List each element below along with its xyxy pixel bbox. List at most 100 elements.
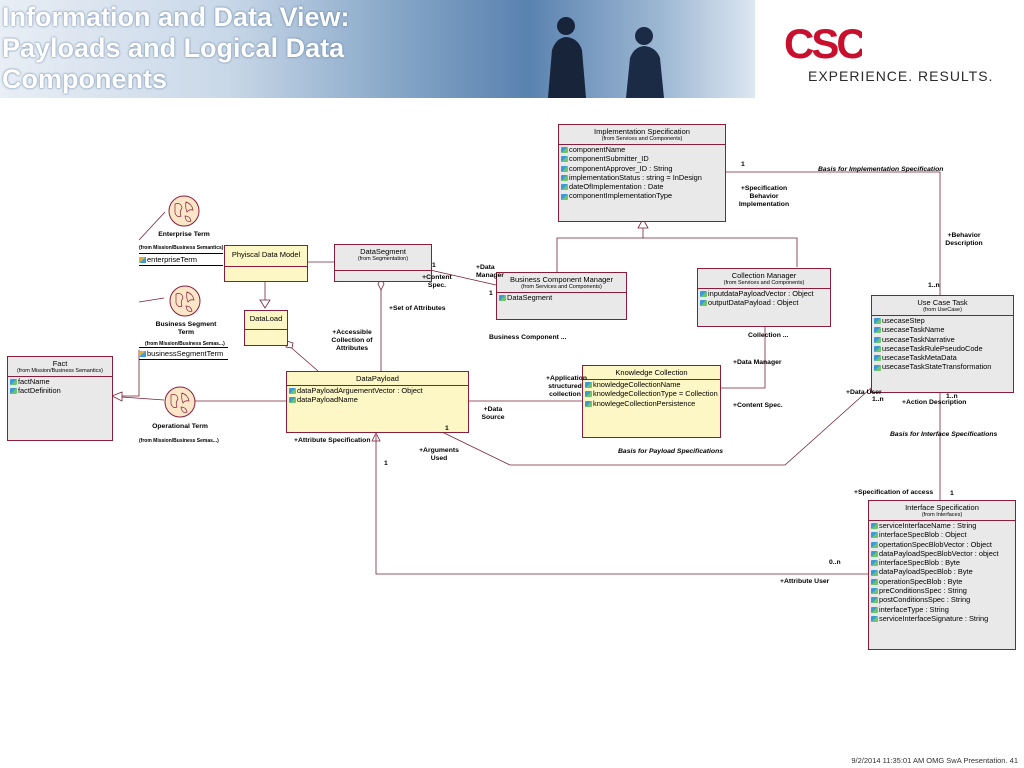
assoc-payload-interface [375, 435, 868, 575]
multiplicity-label: 1 [445, 425, 449, 432]
label-accessible-collection: +Accessible Collection of Attributes [331, 329, 373, 352]
label-data-manager-top: +Data Manager [476, 264, 504, 279]
class-name: Fact [52, 359, 68, 368]
label-business-component: Business Component ... [489, 334, 567, 341]
multiplicity-label: 1 [489, 290, 493, 297]
attribute-icon [289, 388, 296, 395]
assoc-coll-knowledge [719, 325, 766, 389]
business-segment-term-attribute: businessSegmentTerm [139, 347, 228, 360]
class-package: (from Services and Components) [521, 284, 602, 290]
label-set-of-attributes: +Set of Attributes [389, 305, 446, 312]
attribute: factName [8, 377, 112, 386]
attribute: serviceInterfaceSignature : String [869, 614, 1015, 623]
class-name: Use Case Task [917, 298, 968, 307]
label-content-spec-top: +Content Spec. [422, 274, 452, 289]
attribute: implementationStatus : string = InDesign [559, 173, 725, 182]
label-data-source: +Data Source [481, 406, 505, 421]
class-interface-specification: Interface Specification (from Interfaces… [868, 500, 1016, 650]
attribute: opertationSpecBlobVector : Object [869, 540, 1015, 549]
business-segment-term-label: Business Segment Term [155, 321, 217, 336]
attribute: postConditionsSpec : String [869, 595, 1015, 604]
multiplicity-label: 1..n [928, 282, 940, 289]
class-name: Phyiscal Data Model [231, 250, 301, 259]
attribute: usecaseStep [872, 316, 1013, 325]
label-basis-interface: Basis for Interface Specifications [890, 431, 998, 438]
header-banner-image: Information and Data View: Payloads and … [0, 0, 755, 98]
attribute-icon [871, 541, 878, 548]
attribute-icon [139, 257, 146, 264]
class-knowledge-collection: Knowledge Collection knowledgeCollection… [582, 365, 721, 438]
gen-arrow-impl [637, 218, 649, 229]
attribute-icon [871, 550, 878, 557]
class-divider [559, 144, 725, 145]
person-silhouette-right [626, 27, 664, 98]
attribute: knowledgeCollectionName [583, 380, 720, 389]
gen-arrow-fact [111, 391, 123, 402]
class-implementation-specification: Implementation Specification (from Servi… [558, 124, 726, 222]
attribute: componentApprover_ID : String [559, 164, 725, 173]
assoc-payload-usecase [439, 387, 872, 466]
attribute: dataPayloadName [287, 395, 468, 404]
label-collection-dots: Collection ... [748, 332, 789, 339]
connector-lines [111, 171, 941, 575]
operational-term-package: (from Mission/Business Semas...) [139, 438, 219, 444]
agg-load-payload [286, 343, 319, 372]
attribute: preConditionsSpec : String [869, 586, 1015, 595]
label-spec-behavior: +Specification Behavior Implementation [738, 185, 790, 208]
attribute-icon [874, 327, 881, 334]
attribute-icon [700, 300, 707, 307]
enterprise-term-label: Enterprise Term [158, 231, 210, 238]
attribute: dataPayloadArguementVector : Object [287, 386, 468, 395]
class-divider [872, 315, 1013, 316]
attribute-icon [700, 291, 707, 298]
attribute-icon [871, 532, 878, 539]
label-arguments-used: +Arguments Used [419, 447, 459, 462]
class-name: Collection Manager [731, 271, 797, 280]
slide-footer: 9/2/2014 11:35:01 AM OMG SwA Presentatio… [851, 756, 1018, 765]
attribute: inputdataPayloadVector : Object [698, 289, 830, 298]
class-name: Implementation Specification [594, 127, 690, 136]
attribute-icon [585, 400, 592, 407]
title-line: Information and Data View: [2, 2, 350, 32]
multiplicity-label: 0..n [829, 559, 841, 566]
class-physical-data-model: Phyiscal Data Model [224, 245, 308, 282]
label-basis-payload: Basis for Payload Specifications [618, 448, 724, 455]
attribute-icon [499, 295, 506, 302]
attribute-icon [561, 165, 568, 172]
class-package: (from Mission/Business Semantics) [17, 368, 103, 374]
attribute-icon [871, 523, 878, 530]
label-data-manager-mid: +Data Manager [733, 359, 782, 366]
attribute-icon [871, 588, 878, 595]
title-line: Components [2, 64, 167, 94]
attribute-icon [561, 174, 568, 181]
attribute: componentImplementationType [559, 191, 725, 200]
attribute-icon [139, 351, 146, 358]
attribute: usecaseTaskNarrative [872, 335, 1013, 344]
label-attribute-user: +Attribute User [780, 578, 830, 585]
attribute-icon [10, 379, 17, 386]
attribute: factDefinition [8, 386, 112, 395]
multiplicity-label: 1 [384, 460, 388, 467]
class-fact: Fact (from Mission/Business Semantics) f… [7, 356, 113, 441]
csc-logo: CSC [784, 24, 862, 64]
assoc-seg-bcm [429, 269, 497, 286]
enterprise-term-attribute: enterpriseTerm [139, 253, 223, 266]
attribute-icon [871, 569, 878, 576]
attribute: dateOfImplementation : Date [559, 182, 725, 191]
attribute: usecaseTaskRulePseudoCode [872, 344, 1013, 353]
class-business-component-manager: Business Component Manager (from Service… [496, 272, 627, 320]
attribute: DataSegment [497, 293, 626, 302]
globe-icon [168, 195, 200, 227]
attribute: dataPayloadSpecBlobVector : object [869, 549, 1015, 558]
attribute: outputDataPayload : Object [698, 298, 830, 307]
class-package: (from Interfaces) [921, 512, 963, 518]
attribute-icon [874, 364, 881, 371]
gen-arrow-phys [259, 299, 271, 309]
class-divider [245, 329, 287, 330]
label-action-description: +Action Description [902, 399, 967, 406]
label-specification-of-access: +Specification of access [854, 489, 934, 496]
attribute: componentName [559, 145, 725, 154]
attribute: interfaceSpecBlob : Object [869, 530, 1015, 539]
attribute-icon [871, 578, 878, 585]
class-datasegment: DataSegment (from Segmentation) [334, 244, 432, 282]
